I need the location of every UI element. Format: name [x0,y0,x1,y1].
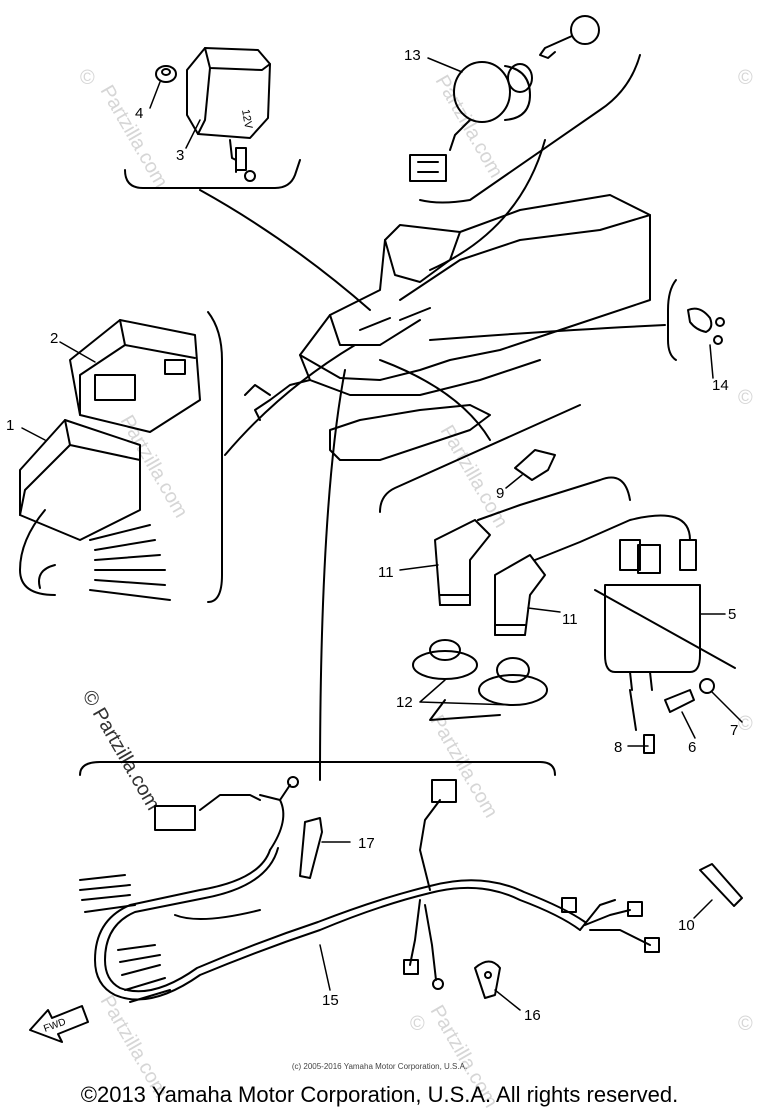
callout-17: 17 [358,835,375,852]
callout-5: 5 [728,606,736,623]
ignition-coil-part-5 [594,539,736,754]
bracket-mid-right [379,404,581,513]
band-part-17 [299,817,323,879]
fwd-arrow-icon [29,1005,89,1043]
watermarks: Partzilla.com Partzilla.com Partzilla.co… [78,67,753,1112]
bracket-left [207,311,223,603]
bracket-right [667,279,677,361]
watermark-symbol: © [80,67,95,89]
watermark-symbol: © [738,387,753,409]
washer-part-7 [699,678,715,694]
bolt-part-10 [699,863,743,907]
callout-1: 1 [6,417,14,434]
callout-9: 9 [496,485,504,502]
leader-lines [21,57,743,1011]
callout-16: 16 [524,1007,541,1024]
callouts: 1 2 3 4 5 6 7 8 9 10 11 11 12 13 14 15 1… [6,47,738,1024]
callout-15: 15 [322,992,339,1009]
cdi-cover-part-2 [69,319,201,433]
callout-3: 3 [176,147,184,164]
copyright-small: (c) 2005-2016 Yamaha Motor Corporation, … [291,1062,468,1071]
key-icon [539,15,600,59]
main-switch-part-13 [409,61,533,182]
clamp-part-9 [514,449,556,481]
cdi-unit-part-1 [19,419,171,601]
snowmobile-body [244,194,651,461]
callout-12: 12 [396,694,413,711]
watermark-sidebar: © Partzilla.com [78,687,164,815]
callout-4: 4 [135,105,143,122]
connector-lines [199,139,666,781]
callout-14: 14 [712,377,729,394]
watermark-symbol: © [738,1013,753,1035]
watermark-text: Partzilla.com [116,412,192,522]
bolt-part-6 [664,689,695,713]
bracket-top-left [124,159,301,189]
wire-harness-part-15 [79,776,660,1003]
grommet-part-12 [412,639,548,721]
bracket-top-right [419,54,641,204]
callout-2: 2 [50,330,58,347]
clamp-part-16 [474,960,501,999]
watermark-symbol: © [738,67,753,89]
callout-7: 7 [730,722,738,739]
callout-11-right: 11 [562,611,578,628]
copyright-main: ©2013 Yamaha Motor Corporation, U.S.A. A… [80,1082,679,1107]
watermark-text: Partzilla.com [431,72,507,182]
callout-6: 6 [688,739,696,756]
watermark-symbol: © [410,1013,425,1035]
bracket-bottom [79,761,556,776]
clip-part-14 [687,307,725,345]
watermark-symbol: © [738,713,753,735]
callout-11-left: 11 [378,564,394,581]
callout-10: 10 [678,917,695,934]
callout-13: 13 [404,47,421,64]
nut-part-4 [155,65,177,83]
plug-cap-part-11-left [434,476,631,606]
callout-8: 8 [614,739,622,756]
plug-cap-part-11-right [494,514,691,636]
voltage-regulator [186,47,271,182]
coil-12v-label: 12V [239,108,254,130]
watermark-text: Partzilla.com [96,82,172,192]
